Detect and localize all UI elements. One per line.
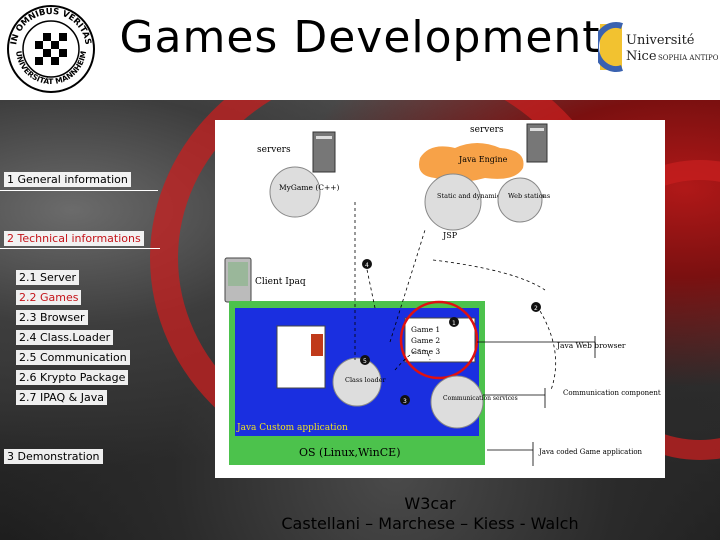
mygame-label: MyGame (C++) [279, 183, 340, 192]
outline-divider [0, 248, 160, 249]
comm-services-node [430, 375, 484, 429]
svg-text:1: 1 [452, 320, 456, 327]
outline-item-ipaq-java[interactable]: 2.7 IPAQ & Java [16, 390, 107, 405]
outline-item-general-information[interactable]: 1 General information [4, 172, 131, 187]
comm-services-label: Communication services [443, 395, 518, 402]
static-html-node [424, 173, 482, 231]
java-engine-label: Java Engine [458, 155, 508, 164]
games-list-box [404, 317, 476, 363]
java-web-browser-label: Java Web browser [556, 341, 626, 350]
static-html-label: Static and dynamic HTML pages [437, 192, 545, 200]
web-stations-label: Web stations [508, 192, 550, 200]
os-label: OS (Linux,WinCE) [299, 446, 401, 459]
step-marker: 3 [400, 395, 410, 405]
outline-item-server[interactable]: 2.1 Server [16, 270, 80, 285]
universite-nice-logo-icon: Université Nice SOPHIA ANTIPOLIS [598, 22, 718, 72]
slide-footer: W3car Castellani – Marchese – Kiess - Wa… [260, 494, 600, 534]
connector-lines [354, 202, 596, 466]
outline-item-communication[interactable]: 2.5 Communication [16, 350, 130, 365]
client-ipaq-label: Client Ipaq [255, 277, 306, 287]
svg-text:5: 5 [363, 358, 367, 365]
page-title: Games Development [119, 12, 601, 63]
game-2-label[interactable]: Game 2 [411, 336, 440, 345]
step-marker: 2 [531, 302, 541, 312]
server-tower-icon [526, 123, 548, 163]
communication-component-label: Communication component [563, 389, 661, 397]
servers-right-label: servers [470, 125, 504, 135]
class-loader-label: Class loader [345, 376, 387, 384]
game-1-label[interactable]: Game 1 [411, 325, 440, 334]
class-loader-node [332, 357, 382, 407]
architecture-diagram: servers servers Java Engine MyGame (C++)… [215, 120, 665, 478]
mygame-node [269, 166, 321, 218]
highlight-circle [399, 300, 479, 380]
university-seal-icon: IN OMNIBUS VERITAS UNIVERSITÄT MANNHEIM [7, 5, 95, 93]
footer-authors: Castellani – Marchese – Kiess - Walch [281, 514, 579, 533]
outline-item-technical-informations[interactable]: 2 Technical informations [4, 231, 144, 246]
outline-item-browser[interactable]: 2.3 Browser [16, 310, 88, 325]
step-marker: 1 [449, 317, 459, 327]
step-marker: 5 [360, 355, 370, 365]
footer-project-name: W3car [404, 494, 456, 513]
svg-text:Nice: Nice [626, 49, 657, 64]
java-engine-cloud [419, 143, 524, 182]
outline-item-krypto-package[interactable]: 2.6 Krypto Package [16, 370, 129, 385]
outline-item-demonstration[interactable]: 3 Demonstration [4, 449, 103, 464]
outline-divider [0, 190, 158, 191]
svg-text:2: 2 [534, 305, 538, 312]
step-marker: 4 [362, 259, 372, 269]
outline-item-games[interactable]: 2.2 Games [16, 290, 82, 305]
svg-text:SOPHIA ANTIPOLIS: SOPHIA ANTIPOLIS [658, 54, 718, 62]
web-stations-node [497, 177, 543, 223]
svg-text:3: 3 [403, 398, 407, 405]
outline-item-classloader[interactable]: 2.4 Class.Loader [16, 330, 114, 345]
slide-header: IN OMNIBUS VERITAS UNIVERSITÄT MANNHEIM … [0, 0, 720, 100]
custom-application-label: Java Custom application [236, 423, 348, 433]
mario-sprite-icon [311, 334, 323, 356]
server-tower-icon [312, 131, 336, 173]
servers-left-label: servers [257, 145, 291, 155]
svg-text:4: 4 [365, 262, 369, 269]
java-coded-game-label: Java coded Game application [538, 448, 643, 456]
svg-text:Université: Université [626, 33, 695, 48]
ipaq-device-icon [224, 257, 252, 303]
jsp-label: JSP [442, 231, 458, 240]
